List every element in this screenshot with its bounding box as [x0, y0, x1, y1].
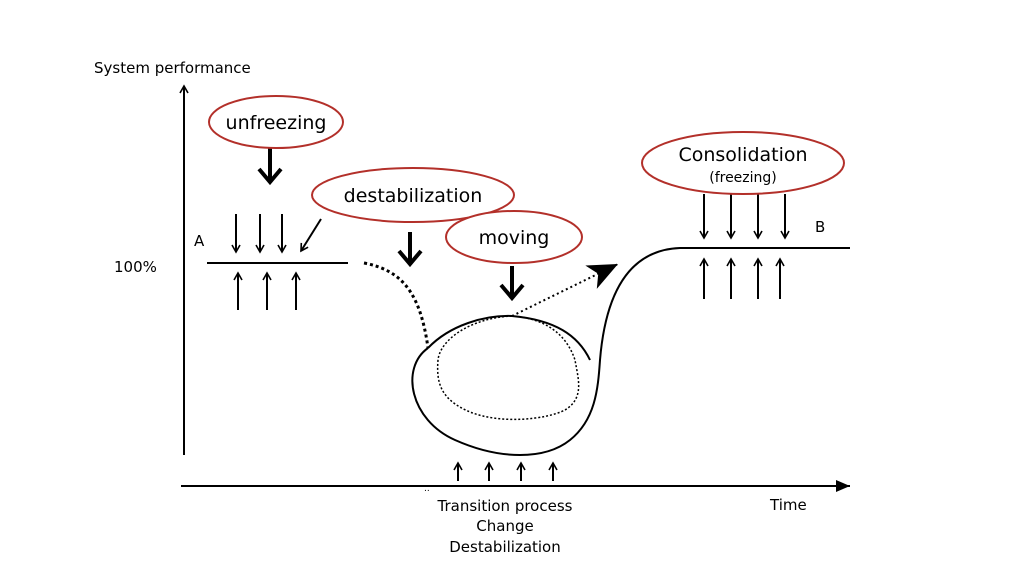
moving-label: moving	[479, 227, 550, 249]
caption-destabilization: Destabilization	[449, 538, 561, 556]
point-a-label: A	[194, 232, 205, 250]
destabilization-label: destabilization	[344, 185, 483, 207]
inner-dotted-loop	[436, 315, 580, 421]
consolidation-bubble: Consolidation (freezing)	[641, 131, 845, 195]
x-axis-label: Time	[769, 496, 807, 514]
moving-direction-arrow	[511, 263, 619, 317]
moving-bubble: moving	[445, 210, 583, 264]
caption-change: Change	[476, 517, 533, 535]
y-axis-label: System performance	[94, 59, 251, 77]
decline-dotted-curve	[363, 261, 430, 349]
downward-force-arrows-b	[699, 194, 790, 240]
level-100-label: 100%	[114, 258, 157, 276]
point-b-label: B	[815, 218, 825, 236]
upward-force-arrows-b	[699, 257, 785, 299]
consolidation-label: Consolidation	[678, 144, 807, 166]
phase-bold-arrows	[257, 148, 525, 302]
upward-force-arrows-a	[233, 271, 301, 310]
destabilization-bubble: destabilization	[311, 167, 515, 223]
caption-mark: ..	[424, 484, 430, 494]
transition-curve	[411, 247, 850, 456]
caption-transition-process: Transition process	[437, 497, 573, 515]
downward-force-arrows-a	[231, 214, 322, 254]
transition-loop-top	[427, 314, 591, 361]
unfreezing-bubble: unfreezing	[208, 95, 344, 149]
consolidation-sublabel: (freezing)	[709, 170, 777, 186]
unfreezing-label: unfreezing	[226, 112, 327, 134]
transition-up-arrows	[453, 461, 558, 481]
